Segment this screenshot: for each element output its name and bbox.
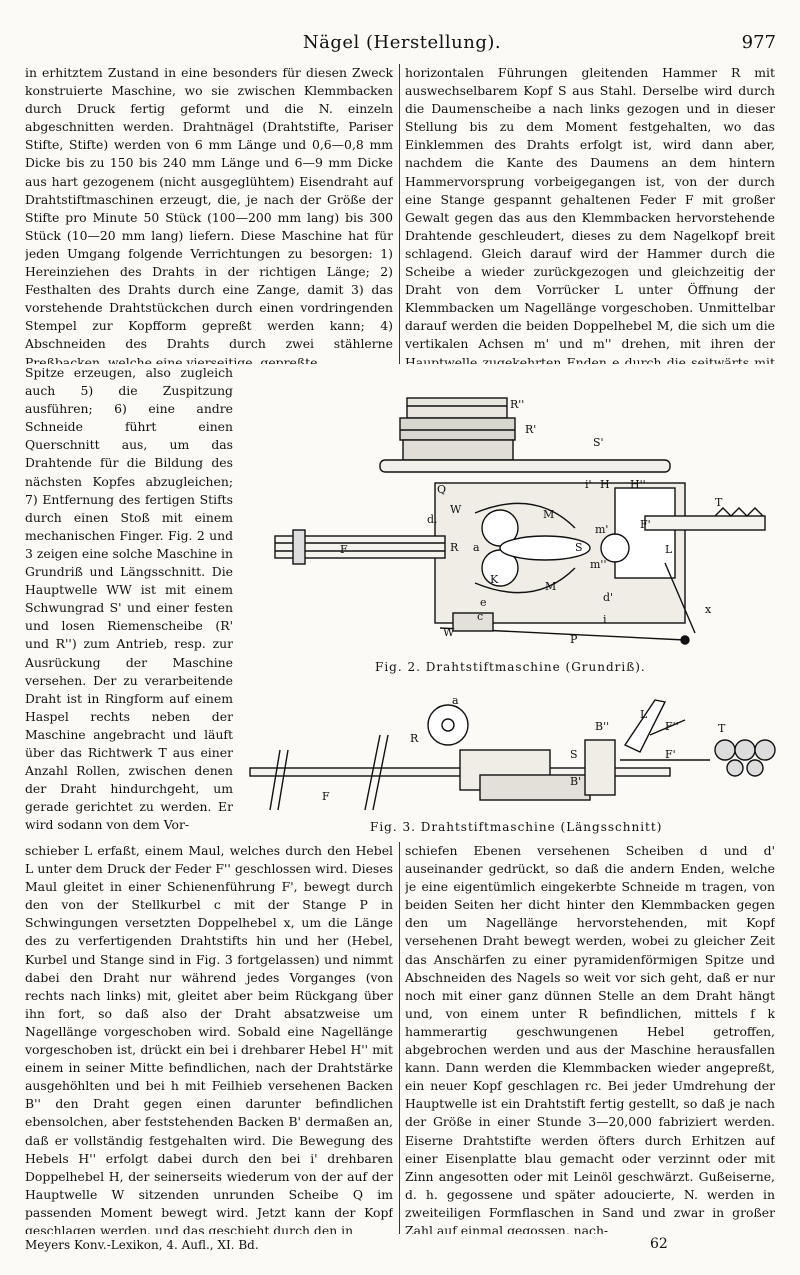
- paragraph: schieber L erfaßt, einem Maul, welches d…: [25, 843, 393, 1234]
- figure-3-caption: Fig. 3. Drahtstiftmaschine (Längsschnitt…: [370, 820, 663, 834]
- svg-text:B': B': [570, 775, 581, 788]
- text-bottom-left: schieber L erfaßt, einem Maul, welches d…: [25, 842, 393, 1234]
- svg-text:S: S: [575, 541, 583, 554]
- paragraph: Spitze erzeugen, also zugleich auch 5) d…: [25, 365, 233, 833]
- svg-text:e: e: [480, 596, 487, 609]
- svg-text:K: K: [490, 573, 499, 586]
- svg-text:L: L: [640, 708, 648, 721]
- text-top-left: in erhitztem Zustand in eine besonders f…: [25, 64, 393, 364]
- svg-text:H: H: [600, 478, 610, 491]
- svg-text:F'': F'': [665, 720, 679, 733]
- page-title: Nägel (Herstellung).: [302, 32, 502, 53]
- text-narrow-left: Spitze erzeugen, also zugleich auch 5) d…: [25, 364, 233, 842]
- svg-text:a: a: [452, 694, 459, 707]
- svg-text:S: S: [570, 748, 578, 761]
- column-divider: [399, 64, 400, 364]
- page-header: Nägel (Herstellung). 977: [28, 32, 776, 56]
- svg-text:R: R: [410, 732, 419, 745]
- svg-text:i': i': [585, 478, 592, 491]
- svg-text:L: L: [665, 543, 673, 556]
- svg-text:F: F: [340, 543, 348, 556]
- paragraph: schiefen Ebenen versehenen Scheiben d un…: [405, 843, 775, 1234]
- svg-text:W: W: [443, 626, 455, 639]
- svg-text:x: x: [705, 603, 712, 616]
- text-top-right: horizontalen Führungen gleitenden Hammer…: [405, 64, 775, 364]
- svg-text:F: F: [322, 790, 330, 803]
- footer-source: Meyers Konv.-Lexikon, 4. Aufl., XI. Bd.: [25, 1238, 259, 1252]
- svg-text:d': d': [603, 591, 613, 604]
- svg-text:F': F': [665, 748, 676, 761]
- figure-2-caption: Fig. 2. Drahtstiftmaschine (Grundriß).: [375, 660, 646, 674]
- svg-text:B'': B'': [595, 720, 609, 733]
- svg-text:M: M: [543, 508, 554, 521]
- paragraph: horizontalen Führungen gleitenden Hammer…: [405, 65, 775, 364]
- figure-3-drawing: aR F S B'' B' L F'' F' T: [249, 694, 776, 811]
- svg-text:P: P: [570, 633, 578, 646]
- svg-text:d.: d.: [427, 513, 438, 526]
- text-bottom-right: schiefen Ebenen versehenen Scheiben d un…: [405, 842, 775, 1234]
- column-divider: [399, 842, 400, 1234]
- page-number: 977: [741, 32, 776, 53]
- svg-text:W: W: [450, 503, 462, 516]
- svg-text:T: T: [718, 722, 726, 735]
- svg-text:Q: Q: [437, 483, 446, 496]
- svg-text:T: T: [715, 496, 723, 509]
- signature-number: 62: [650, 1236, 668, 1252]
- svg-text:S': S': [593, 436, 604, 449]
- svg-text:m': m': [595, 523, 608, 536]
- paragraph: in erhitztem Zustand in eine besonders f…: [25, 65, 393, 364]
- svg-text:M: M: [545, 580, 556, 593]
- svg-text:m'': m'': [590, 558, 606, 571]
- svg-text:H'': H'': [630, 478, 646, 491]
- svg-text:R'': R'': [510, 398, 524, 411]
- svg-text:R: R: [450, 541, 459, 554]
- svg-text:F': F': [640, 518, 651, 531]
- svg-text:c: c: [477, 610, 483, 623]
- svg-text:a: a: [473, 541, 480, 554]
- svg-text:i: i: [603, 613, 607, 626]
- svg-text:R': R': [525, 423, 536, 436]
